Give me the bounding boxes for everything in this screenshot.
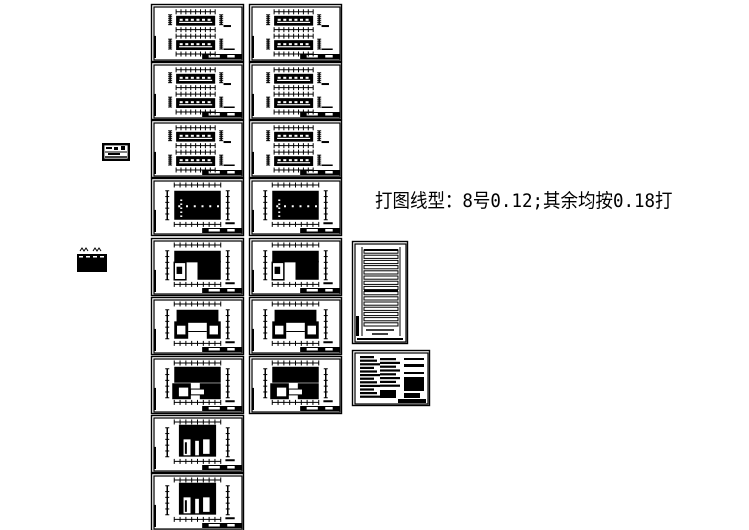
sheet-right-6[interactable] <box>248 296 343 356</box>
sheet-left-1[interactable] <box>150 3 245 63</box>
sheet-left-3[interactable] <box>150 119 245 179</box>
sheet-left-8[interactable] <box>150 414 245 474</box>
sheet-left-9[interactable] <box>150 472 245 530</box>
sheet-right-3[interactable] <box>248 119 343 179</box>
sheet-right-7[interactable] <box>248 355 343 415</box>
plot-linetype-note: 打图线型：8号0.12;其余均按0.18打 <box>375 190 673 212</box>
sheet-design-notes[interactable] <box>351 349 431 407</box>
sheet-section-elevation[interactable] <box>351 240 409 345</box>
sheet-left-5[interactable] <box>150 237 245 297</box>
sheet-left-4[interactable] <box>150 177 245 237</box>
symbol-mark-icon <box>79 247 89 252</box>
sheet-left-6[interactable] <box>150 296 245 356</box>
symbol-mark-icon <box>92 247 102 252</box>
sheet-right-2[interactable] <box>248 61 343 121</box>
sheet-right-1[interactable] <box>248 3 343 63</box>
legend-symbol-block[interactable] <box>77 247 107 272</box>
legend-title-block[interactable] <box>102 143 130 161</box>
sheet-left-7[interactable] <box>150 355 245 415</box>
sheet-left-2[interactable] <box>150 61 245 121</box>
sheet-right-5[interactable] <box>248 237 343 297</box>
sheet-right-4[interactable] <box>248 177 343 237</box>
